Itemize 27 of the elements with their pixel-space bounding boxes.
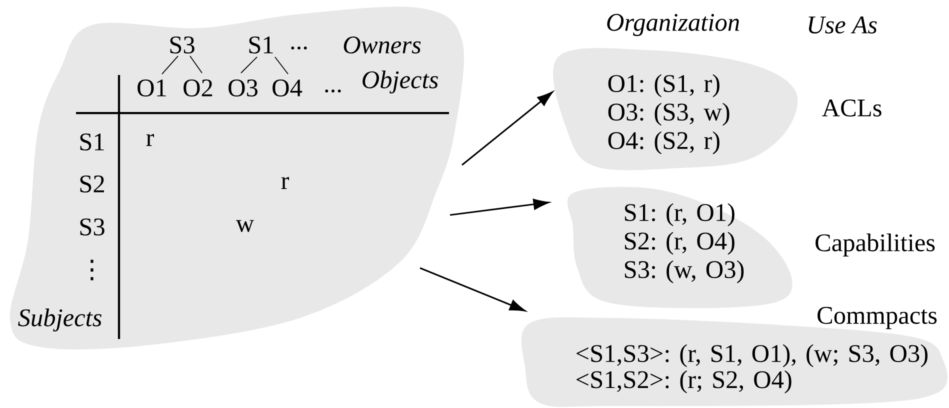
category-label: Capabilities: [816, 234, 935, 256]
object-label: O1: [138, 80, 166, 97]
shaded-region: S1: (r, O1) S2: (r, O4) S3: (w, O3): [567, 186, 792, 308]
arrow: [450, 198, 550, 216]
object-label: O2: [184, 80, 212, 97]
subject-label: S1: [80, 134, 104, 151]
object-label: O4: [272, 80, 302, 97]
shaded-region: [10, 6, 464, 350]
shaded-region: O1: (S1, r) O3: (S3, w) O4: (S2, r): [553, 48, 798, 170]
axis-label: Owners: [344, 36, 421, 54]
owner-label: S3: [170, 36, 194, 54]
axis-label: Objects: [362, 70, 438, 94]
ellipsis: ...: [325, 90, 341, 92]
column-heading: Use As: [808, 16, 877, 34]
axis-label: Subjects: [18, 308, 102, 332]
ellipsis: ...: [291, 46, 307, 50]
matrix-entry: r: [146, 134, 154, 146]
object-label: O3: [228, 80, 258, 97]
subject-label: S3: [80, 218, 104, 236]
arrow: [462, 92, 553, 166]
owner-label: S1: [249, 36, 273, 54]
matrix-entry: w: [236, 220, 254, 232]
arrow: [420, 267, 526, 312]
vertical-ellipsis: ⋮: [90, 260, 94, 280]
category-label: ACLs: [822, 100, 882, 117]
subject-label: S2: [80, 176, 104, 193]
matrix-entry: r: [281, 177, 289, 189]
